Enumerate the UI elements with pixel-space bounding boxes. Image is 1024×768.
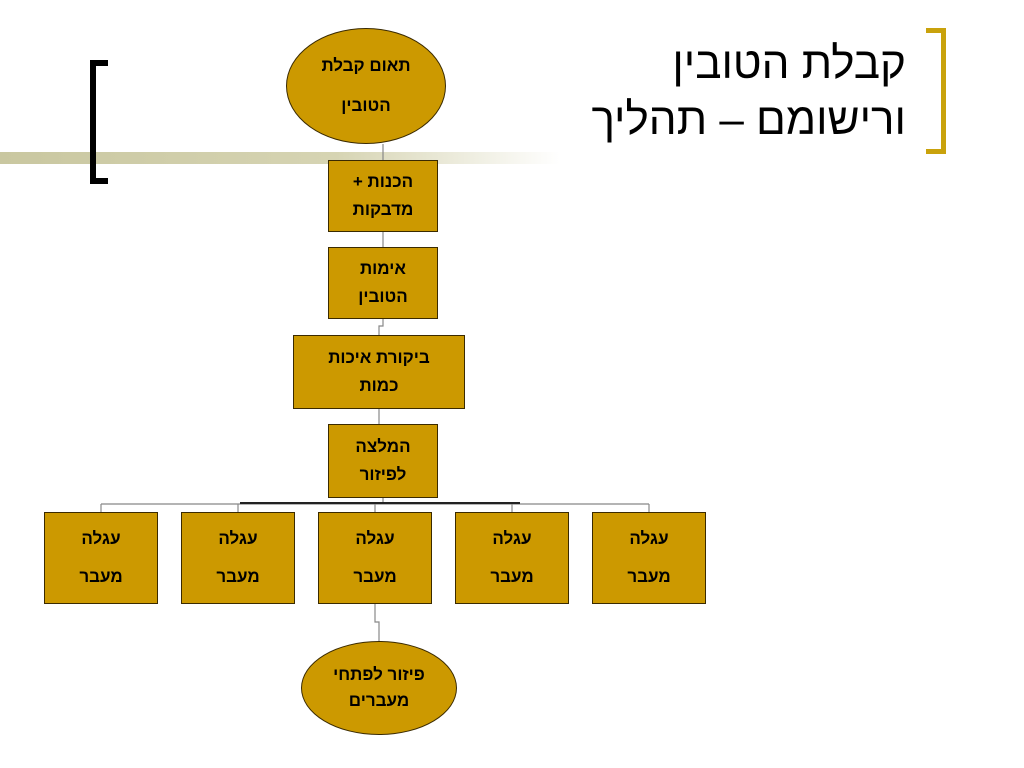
start-line-2: הטובין [341, 96, 391, 115]
title-line-2: ורישומם – תהליך [591, 95, 906, 144]
end-line-1: פיזור לפתחי [333, 665, 425, 684]
step-line-1: המלצה [355, 437, 411, 456]
step-quality-check: ביקורת איכות כמות [293, 335, 465, 409]
left-bracket-decoration [90, 60, 108, 184]
cart-line-1: עגלה [629, 529, 669, 548]
step-line-1: ביקורת איכות [328, 348, 430, 367]
cart-line-2: מעבר [216, 567, 260, 586]
cart-line-1: עגלה [81, 529, 121, 548]
transit-cart-node: עגלה מעבר [318, 512, 432, 604]
decorative-line [0, 152, 560, 164]
cart-line-2: מעבר [627, 567, 671, 586]
end-node: פיזור לפתחי מעברים [301, 641, 457, 735]
step-line-2: הטובין [358, 287, 408, 306]
start-node: תאום קבלת הטובין [286, 28, 446, 144]
transit-cart-node: עגלה מעבר [44, 512, 158, 604]
step-prep-labels: הכנות + מדבקות [328, 160, 438, 232]
transit-cart-node: עגלה מעבר [455, 512, 569, 604]
start-line-1: תאום קבלת [321, 56, 411, 75]
step-distribution-recommendation: המלצה לפיזור [328, 424, 438, 498]
right-bracket-decoration [926, 28, 946, 154]
title-line-1: קבלת הטובין [672, 39, 906, 88]
step-line-2: כמות [359, 376, 399, 395]
connector-cart-end [374, 604, 380, 641]
transit-cart-node: עגלה מעבר [592, 512, 706, 604]
step-line-1: אימות [359, 259, 407, 278]
slide-title: קבלת הטובין ורישומם – תהליך [591, 36, 906, 148]
step-verify-goods: אימות הטובין [328, 247, 438, 319]
cart-line-1: עגלה [355, 529, 395, 548]
connector-verify-qc [378, 319, 384, 335]
cart-line-1: עגלה [492, 529, 532, 548]
cart-line-2: מעבר [490, 567, 534, 586]
transit-cart-node: עגלה מעבר [181, 512, 295, 604]
cart-line-2: מעבר [353, 567, 397, 586]
step-line-2: לפיזור [359, 465, 407, 484]
cart-line-1: עגלה [218, 529, 258, 548]
cart-line-2: מעבר [79, 567, 123, 586]
step-line-2: מדבקות [352, 200, 414, 219]
step-line-1: הכנות + [352, 172, 414, 191]
end-line-2: מעברים [348, 691, 410, 710]
